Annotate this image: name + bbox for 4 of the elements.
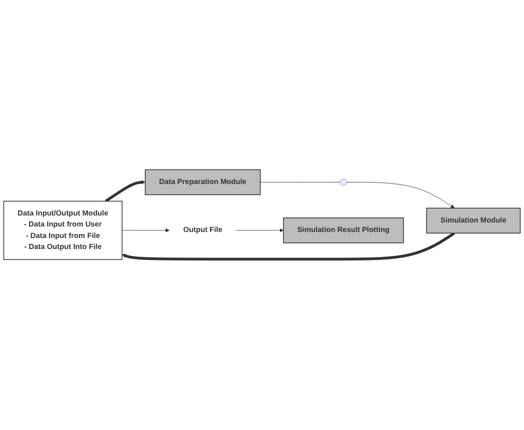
connector — [260, 182, 340, 183]
arrow — [104, 180, 146, 203]
arrow — [122, 232, 456, 261]
node-dots — [340, 179, 347, 186]
